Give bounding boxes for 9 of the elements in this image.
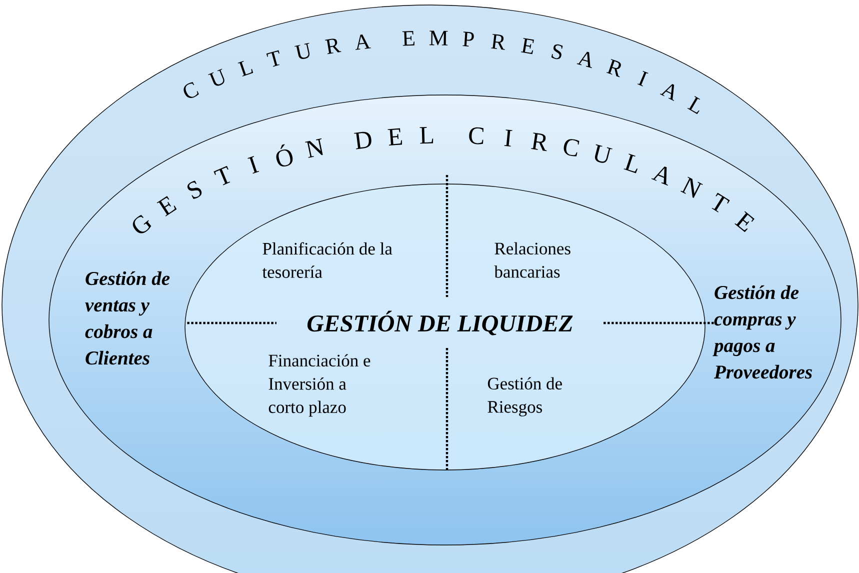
side-label: Gestión de ventas y cobros a Clientes [85,271,170,365]
curved-title: GESTIÓN DEL CIRCULANTE [132,127,754,234]
quadrant-label: Gestión de Riesgos [488,377,562,416]
quadrant-label: Financiación e Inversión a corto plazo [268,354,370,417]
quadrant-label: Planificación de la tesorería [262,242,392,278]
quadrant-label: Relaciones bancarias [494,242,570,278]
side-label: Gestión de compras y pagos a Proveedores [712,285,812,379]
curved-title: CULTURA EMPRESARIAL [184,30,700,114]
center-title: GESTIÓN DE LIQUIDEZ [307,310,573,336]
